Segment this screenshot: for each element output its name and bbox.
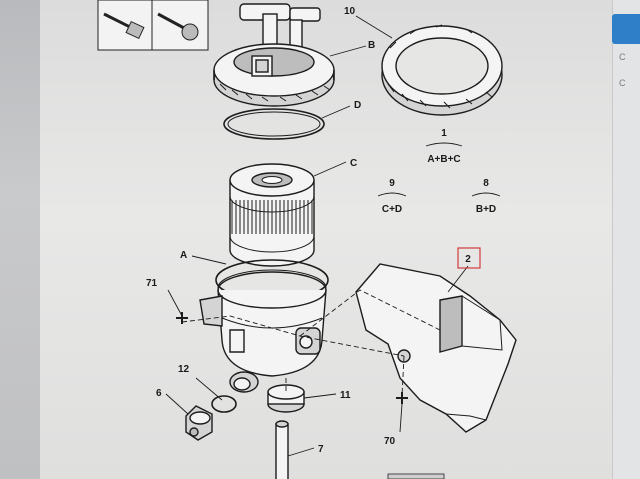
callout-6[interactable]: 6 [156,388,162,399]
part-11-water-sensor [267,384,305,413]
kit-formula: C+D [382,204,402,215]
callout-7[interactable]: 7 [318,444,324,455]
kit-formula: B+D [476,204,496,215]
part-6-drain-plug [185,405,213,441]
page-footer-tab [387,473,445,479]
kit-9[interactable]: 9 C+D [377,178,407,215]
part-B-filter-head [213,3,335,107]
right-side-panel[interactable]: C C [612,0,640,479]
assembly-guide-lines [181,289,441,397]
callout-D[interactable]: D [354,100,361,111]
kit-formula: A+B+C [427,154,460,165]
part-A-filter-bowl [199,259,329,393]
part-C-filter-element [229,163,315,267]
callout-12[interactable]: 12 [178,364,190,375]
callout-B[interactable]: B [368,40,375,51]
part-2-mounting-bracket [355,263,517,433]
screw-thumbnail-2[interactable] [157,12,199,41]
callout-leaders [165,15,469,457]
active-tab-marker[interactable] [612,14,640,44]
part-12-seal [211,395,237,413]
kit-number: 9 [389,178,395,189]
part-7-drain-tube [275,420,289,479]
kit-1[interactable]: 1 A+B+C [425,128,463,165]
panel-glyph: C [619,52,626,62]
callout-10[interactable]: 10 [344,6,356,17]
part-10-retaining-ring [381,24,503,116]
kit-number: 1 [441,128,447,139]
screw-thumbnail-1[interactable] [103,12,145,40]
kit-8[interactable]: 8 B+D [471,178,501,215]
screw-position-70 [396,392,408,404]
part-D-o-ring [223,108,325,140]
callout-A[interactable]: A [180,250,187,261]
callout-11[interactable]: 11 [340,390,351,401]
callout-70[interactable]: 70 [384,436,396,447]
screw-position-71 [176,312,188,324]
callout-C[interactable]: C [350,158,357,169]
callout-71[interactable]: 71 [146,278,158,289]
callout-2[interactable]: 2 [465,254,471,265]
panel-glyph: C [619,78,626,88]
kit-number: 8 [483,178,489,189]
callout-2-highlight-box [457,247,481,269]
screw-variant-thumbnails[interactable] [97,0,209,51]
